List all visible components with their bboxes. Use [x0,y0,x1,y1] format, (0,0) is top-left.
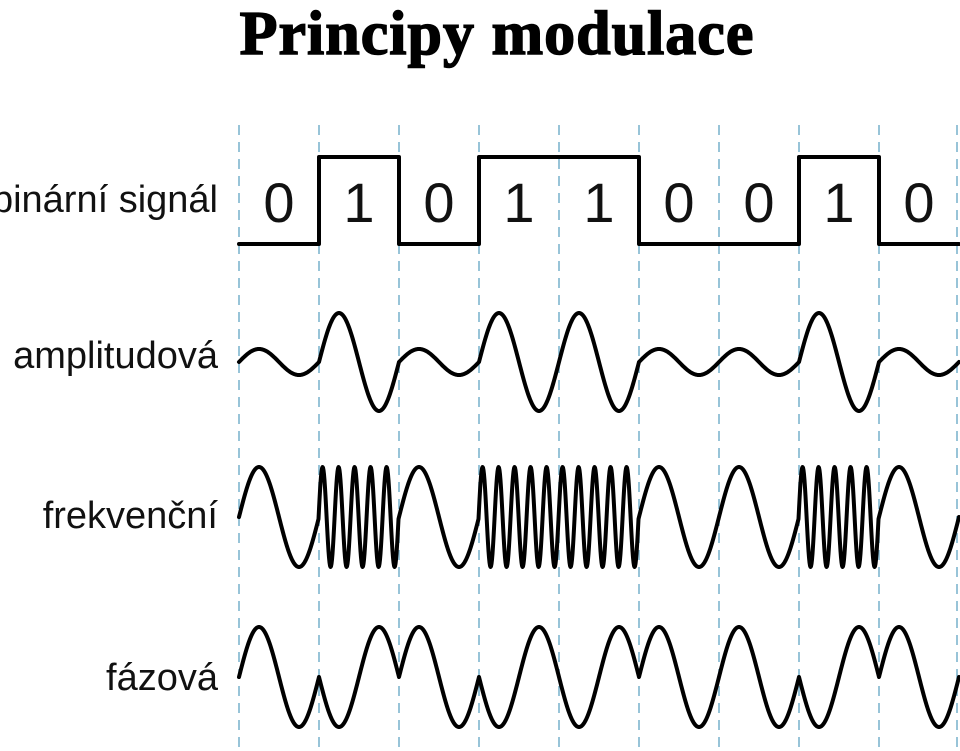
bit-value: 1 [503,171,534,234]
binary-signal-wave [237,155,960,246]
page-title: Principy modulace [239,0,755,69]
label-binary-signal: binární signál [0,179,218,221]
bit-value: 0 [263,171,294,234]
bit-value: 0 [743,171,774,234]
bit-value: 1 [343,171,374,234]
phase-modulated-wave [237,625,960,729]
bit-value: 0 [903,171,934,234]
label-frequency-modulation: frekvenční [43,495,219,537]
label-phase-modulation: fázová [106,657,219,699]
bit-value: 0 [423,171,454,234]
label-amplitude-modulation: amplitudová [13,335,219,377]
bit-value: 1 [823,171,854,234]
frequency-modulated-wave [237,465,960,569]
bit-value: 0 [663,171,694,234]
amplitude-modulated-wave [237,311,960,413]
bit-value: 1 [583,171,614,234]
